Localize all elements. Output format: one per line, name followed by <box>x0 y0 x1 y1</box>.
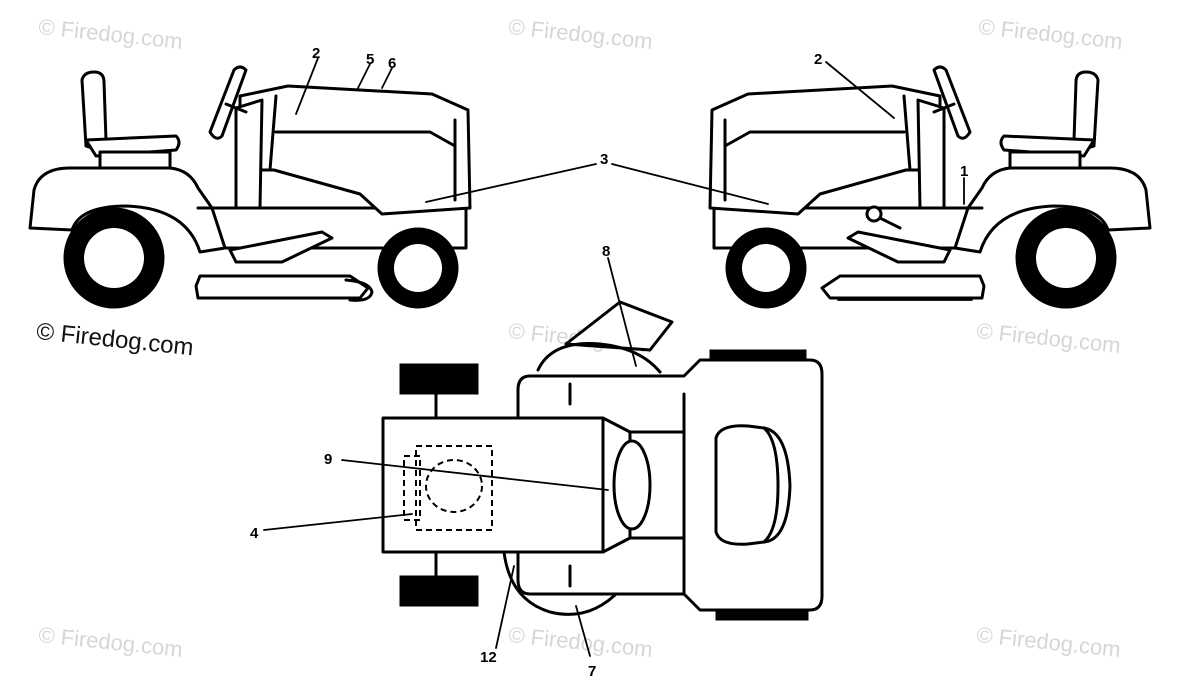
top-hood-dome <box>714 424 792 546</box>
left-side-view-tractor <box>28 65 472 309</box>
top-view-tractor <box>381 300 824 621</box>
left-seat-back <box>80 70 108 152</box>
callout-1: 1 <box>960 163 968 180</box>
callout-2-left: 2 <box>312 45 320 62</box>
callout-leaders <box>263 57 965 657</box>
right-rear-fender <box>953 166 1152 254</box>
right-hood-panel-line <box>723 94 912 172</box>
right-lift-lever <box>878 216 902 230</box>
left-steering-wheel <box>208 65 248 140</box>
right-mower-deck <box>820 274 986 300</box>
callout-5: 5 <box>366 51 374 68</box>
callout-8: 8 <box>602 243 610 260</box>
top-right-rear-tire <box>399 575 479 607</box>
top-deck-upper-edge <box>536 342 662 374</box>
top-hood-dome-inner <box>762 426 780 544</box>
right-rear-hub <box>1036 228 1096 288</box>
right-front-hub <box>742 244 790 292</box>
callout-6: 6 <box>388 55 396 72</box>
left-hood-panel-line <box>268 94 457 172</box>
callout-9: 9 <box>324 451 332 468</box>
right-seat-base <box>1008 150 1082 170</box>
callout-7: 7 <box>588 663 596 680</box>
right-dash <box>916 98 946 210</box>
left-seat-base <box>98 150 172 170</box>
left-deck-chute <box>344 278 374 302</box>
callout-labels: 2 5 6 3 2 1 8 9 4 12 7 <box>250 45 968 680</box>
left-rear-fender <box>28 166 227 254</box>
right-footboard <box>846 230 952 264</box>
top-left-rear-tire <box>399 363 479 395</box>
left-front-hub <box>394 244 442 292</box>
callout-12: 12 <box>480 649 497 666</box>
left-mower-deck <box>194 274 370 300</box>
left-steering-column <box>224 102 248 114</box>
callout-4: 4 <box>250 525 259 542</box>
left-rear-hub <box>84 228 144 288</box>
left-frame-line <box>196 206 468 250</box>
right-steering-wheel <box>932 65 972 140</box>
right-frame-line <box>712 206 984 250</box>
callout-2-right: 2 <box>814 51 822 68</box>
right-steering-column <box>932 102 956 114</box>
left-footboard <box>228 230 334 264</box>
top-steering-hub <box>612 439 652 531</box>
callout-3: 3 <box>600 151 608 168</box>
right-seat-back <box>1072 70 1100 152</box>
right-side-view-tractor <box>708 65 1152 309</box>
left-dash <box>234 98 264 210</box>
top-seat-circle <box>425 459 483 513</box>
right-lift-lever-knob <box>865 205 883 223</box>
